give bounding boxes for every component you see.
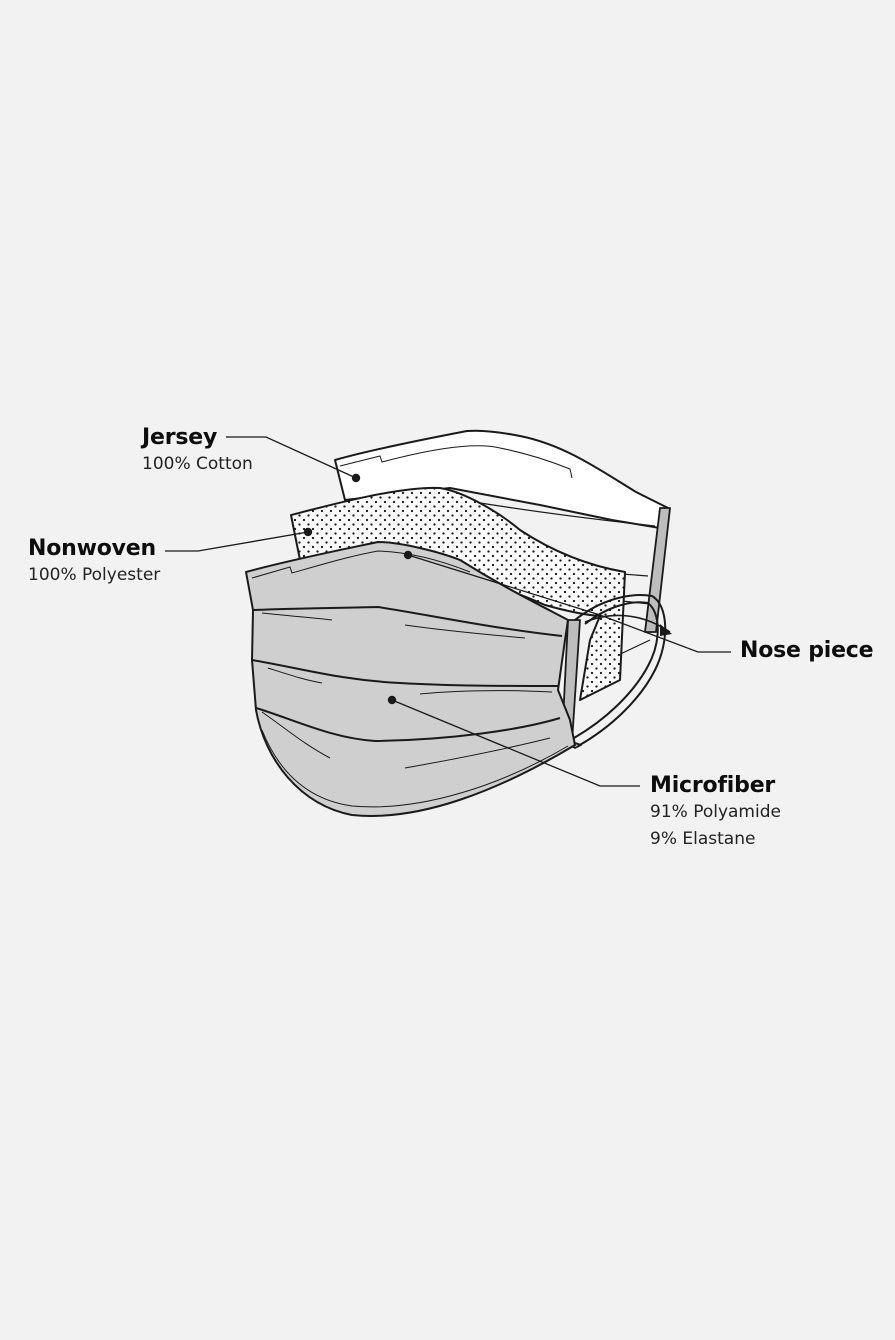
microfiber-layer [245,541,576,817]
jersey-leader-dot [351,473,361,483]
microfiber-pleat-3 [255,707,561,743]
nose-piece-name: Nose piece [740,638,874,663]
nonwoven-material: 100% Polyester [28,565,161,585]
jersey-stitch [339,445,573,479]
nonwoven-dots [291,487,625,700]
nose-piece-label: Nose piece [740,638,874,663]
microfiber-leader-line [391,699,640,787]
microfiber-pleat-2-shade [267,667,553,695]
nose-piece-leader-dot [403,550,413,560]
microfiber-pleat-1-shade [261,612,526,639]
nonwoven-name: Nonwoven [28,536,156,561]
nose-piece-leader-line [407,554,731,653]
jersey-label: Jersey 100% Cotton [142,427,253,473]
nonwoven-leader-line [165,531,309,552]
leader-lines [165,436,731,787]
jersey-name: Jersey [142,425,218,450]
microfiber-panel [245,541,576,817]
ear-loop-outer [574,594,667,747]
nonwoven-label: Nonwoven 100% Polyester [28,538,160,584]
jersey-binding [644,507,671,633]
microfiber-bottom-edge [261,729,569,808]
microfiber-label: Microfiber 91% Polyamide 9% Elastane [650,775,781,848]
microfiber-name: Microfiber [650,773,776,798]
microfiber-pleat-1 [252,605,563,637]
nonwoven-leader-dot [303,527,313,537]
microfiber-stitch [251,550,471,579]
microfiber-material-2: 9% Elastane [650,829,756,849]
jersey-material: 100% Cotton [142,454,253,474]
microfiber-material-1: 91% Polyamide [650,802,781,822]
microfiber-pleat-2 [251,659,559,687]
jersey-leader-line [226,436,357,479]
jersey-panel [334,429,669,529]
microfiber-pleat-3-shade [261,711,551,769]
microfiber-leader-dot [387,695,397,705]
